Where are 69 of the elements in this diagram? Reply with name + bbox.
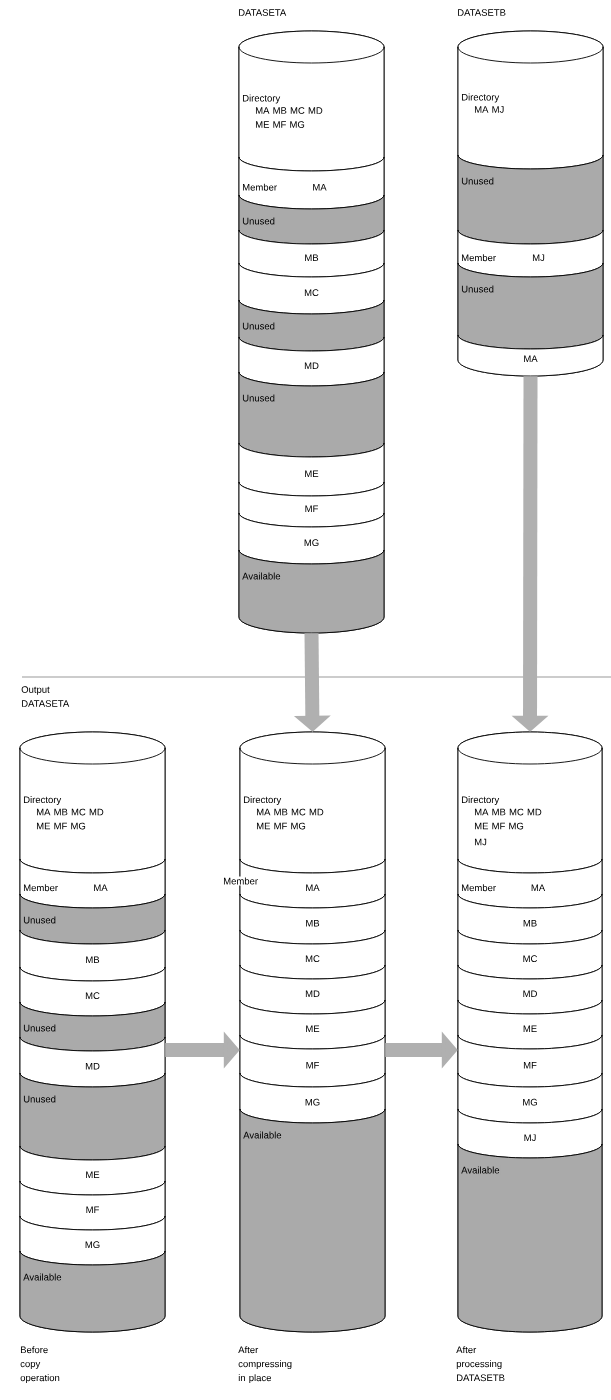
storage-segment: MD — [457, 964, 603, 1015]
storage-segment: ME — [238, 442, 385, 497]
storage-segment: MC — [238, 262, 385, 315]
storage-segment: ME — [239, 999, 386, 1050]
storage-segment: MJ — [457, 1108, 603, 1159]
storage-segment: Directory MA MJ — [457, 30, 604, 170]
storage-segment: Directory MA MB MC MD ME MF MG — [238, 30, 385, 172]
node-label: MA MJ — [474, 106, 504, 113]
dataset-title: DATASETA — [239, 9, 287, 16]
node-label: Before copy operation — [20, 1346, 60, 1384]
node-label: MD — [523, 990, 537, 997]
node-label: MC — [523, 955, 538, 963]
node-label: MJ — [474, 838, 487, 846]
storage-segment: MB — [238, 229, 385, 278]
node-label: MJ — [524, 1134, 536, 1142]
storage-segment: MA — [457, 334, 604, 377]
node-label: MG — [523, 1098, 537, 1106]
storage-segment: Unused — [19, 893, 166, 945]
dataset-title: DATASETB — [458, 9, 506, 16]
node-label: Member — [461, 884, 496, 892]
node-label: MA MB MC MD ME MF MG — [474, 808, 542, 830]
storage-segment: Member MJ — [457, 229, 604, 278]
storage-segment: Unused — [238, 371, 385, 458]
node-label: MA — [524, 355, 538, 362]
storage-segment: MG — [457, 1072, 603, 1124]
storage-segment: MD — [239, 964, 386, 1015]
storage-segment: MF — [19, 1180, 166, 1231]
storage-segment: Unused — [238, 299, 385, 352]
storage-segment: Unused — [238, 194, 385, 245]
storage-segment: MF — [238, 481, 385, 528]
storage-segment: Unused — [457, 154, 604, 245]
storage-segment: Available — [457, 1143, 603, 1333]
storage-segment: MG — [238, 512, 385, 565]
storage-segment: Directory MA MB MC MD ME MF MG MJ — [457, 731, 603, 874]
storage-segment: ME — [457, 999, 603, 1050]
node-label: MB — [523, 919, 537, 927]
storage-segment: Unused — [19, 1001, 166, 1052]
storage-segment: MB — [457, 893, 603, 945]
storage-segment: Unused — [19, 1072, 166, 1161]
storage-segment: MC — [19, 966, 166, 1017]
node-label: MF — [523, 1061, 537, 1069]
storage-segment: Member MA — [238, 156, 385, 210]
node-label: MA — [531, 884, 546, 891]
storage-segment: MD — [238, 336, 385, 387]
node-label: Directory — [461, 796, 500, 805]
node-label: After compressing in place — [238, 1346, 292, 1384]
storage-segment: Available — [239, 1108, 386, 1333]
storage-segment: MB — [239, 893, 386, 945]
storage-segment: MD — [19, 1036, 166, 1088]
storage-segment: Unused — [457, 262, 604, 350]
node-label: Directory — [461, 93, 500, 103]
storage-segment: Available — [238, 549, 385, 634]
storage-segment: MG — [239, 1072, 386, 1124]
storage-segment: Member MA — [19, 858, 166, 909]
node-label: After processing DATASETB — [456, 1346, 505, 1382]
storage-segment: Directory MA MB MC MD ME MF MG — [239, 731, 386, 874]
storage-segment: MC — [457, 929, 603, 980]
dataset-title: Output DATASETA — [21, 686, 70, 707]
storage-segment: ME — [19, 1145, 166, 1196]
storage-segment: Available — [19, 1250, 166, 1333]
storage-segment: MC — [239, 929, 386, 980]
storage-segment: Member MA — [457, 858, 603, 909]
node-label: ME — [523, 1025, 537, 1032]
storage-segment: Directory MA MB MC MD ME MF MG — [19, 731, 166, 874]
storage-segment: MF — [239, 1034, 386, 1088]
storage-segment: MG — [19, 1215, 166, 1266]
storage-segment: MB — [19, 929, 166, 982]
storage-segment: Member MA — [222, 858, 386, 909]
storage-segment: MF — [457, 1034, 603, 1088]
